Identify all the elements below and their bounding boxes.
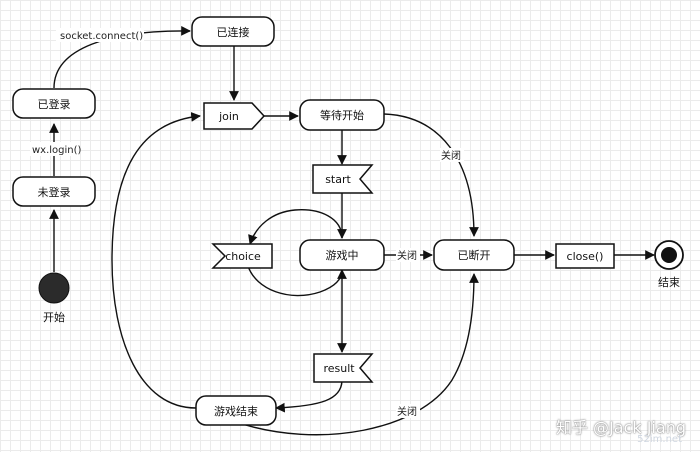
watermark-sub: 52im.net <box>637 434 682 445</box>
svg-text:开始: 开始 <box>43 310 65 324</box>
edge-result-to-gameover <box>275 379 343 413</box>
svg-text:join: join <box>218 110 239 123</box>
svg-text:choice: choice <box>225 250 261 263</box>
node-logged-in: 已登录 <box>12 88 96 119</box>
node-not-logged-in: 未登录 <box>12 176 96 207</box>
svg-text:未登录: 未登录 <box>38 185 71 199</box>
svg-text:已断开: 已断开 <box>458 248 491 262</box>
socket-connect-label: socket.connect() <box>60 31 143 42</box>
svg-text:游戏中: 游戏中 <box>326 249 359 262</box>
svg-text:游戏结束: 游戏结束 <box>214 405 258 418</box>
node-end: 结束 <box>654 240 684 289</box>
node-game-over: 游戏结束 <box>195 395 277 426</box>
end-marker-inner <box>661 247 677 263</box>
close-label-gameover: 关闭 <box>397 405 417 418</box>
edge-playing-to-choice <box>248 209 343 245</box>
close-label-playing: 关闭 <box>397 249 417 262</box>
start-marker <box>38 272 70 304</box>
svg-text:close(): close() <box>567 250 604 263</box>
node-start-event: start <box>312 164 374 194</box>
edge-choice-to-playing <box>247 265 347 297</box>
node-join: join <box>203 102 266 130</box>
node-start: 开始 <box>38 272 70 324</box>
close-label-waiting: 关闭 <box>441 149 461 162</box>
node-choice: choice <box>211 243 273 269</box>
node-result: result <box>313 353 374 383</box>
svg-text:start: start <box>325 173 351 186</box>
svg-text:result: result <box>323 362 355 375</box>
edges <box>49 25 655 436</box>
watermark: 知乎 @Jack Jiang 52im.net <box>555 414 686 445</box>
svg-text:已连接: 已连接 <box>217 26 250 39</box>
edge-labels: socket.connect() wx.login() 关闭 关闭 关闭 <box>30 28 464 418</box>
edge-waiting-to-disconnected <box>383 113 479 237</box>
wx-login-label: wx.login() <box>32 145 82 156</box>
node-waiting: 等待开始 <box>299 99 385 131</box>
edge-gameover-to-disconnected <box>235 273 479 436</box>
node-playing: 游戏中 <box>299 239 385 271</box>
svg-text:已登录: 已登录 <box>38 97 71 111</box>
node-connected: 已连接 <box>191 16 275 47</box>
node-disconnected: 已断开 <box>433 239 515 271</box>
svg-text:结束: 结束 <box>658 276 680 289</box>
watermark-text: 知乎 @Jack Jiang <box>555 418 686 437</box>
node-close: close() <box>555 243 615 269</box>
svg-text:等待开始: 等待开始 <box>320 108 364 122</box>
edge-logged-to-connected <box>53 25 191 89</box>
edge-gameover-to-join <box>111 112 201 409</box>
